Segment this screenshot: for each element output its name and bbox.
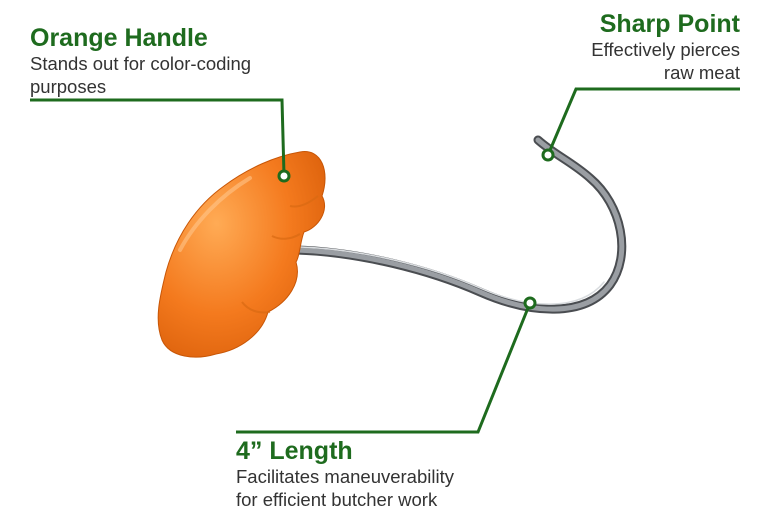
- orange-handle-description-line-2: purposes: [30, 76, 107, 97]
- length-leader-line: [236, 302, 532, 434]
- orange-handle-callout: Orange Handle Stands out for color-codin…: [30, 24, 330, 98]
- sharp-point-description-line-2: raw meat: [663, 62, 740, 83]
- length-description-line-1: Facilitates maneuverability: [236, 466, 454, 487]
- point-leader-dot: [541, 148, 555, 162]
- sharp-point-title: Sharp Point: [599, 10, 740, 38]
- steel-hook: [291, 135, 627, 314]
- point-leader-line: [546, 87, 740, 156]
- length-leader-dot: [523, 296, 537, 310]
- sharp-point-description-line-1: Effectively pierces: [591, 39, 740, 60]
- handle-leader-dot: [277, 169, 291, 183]
- length-description-line-2: for efficient butcher work: [236, 489, 438, 510]
- handle-leader-line: [30, 98, 286, 176]
- length-title: 4” Length: [236, 437, 353, 465]
- orange-handle-description-line-1: Stands out for color-coding: [30, 53, 252, 74]
- sharp-point-callout: Sharp Point Effectively pierces raw meat: [480, 10, 740, 84]
- orange-handle-title: Orange Handle: [30, 24, 208, 52]
- orange-handle: [157, 151, 326, 358]
- length-callout: 4” Length Facilitates maneuverability fo…: [236, 437, 556, 511]
